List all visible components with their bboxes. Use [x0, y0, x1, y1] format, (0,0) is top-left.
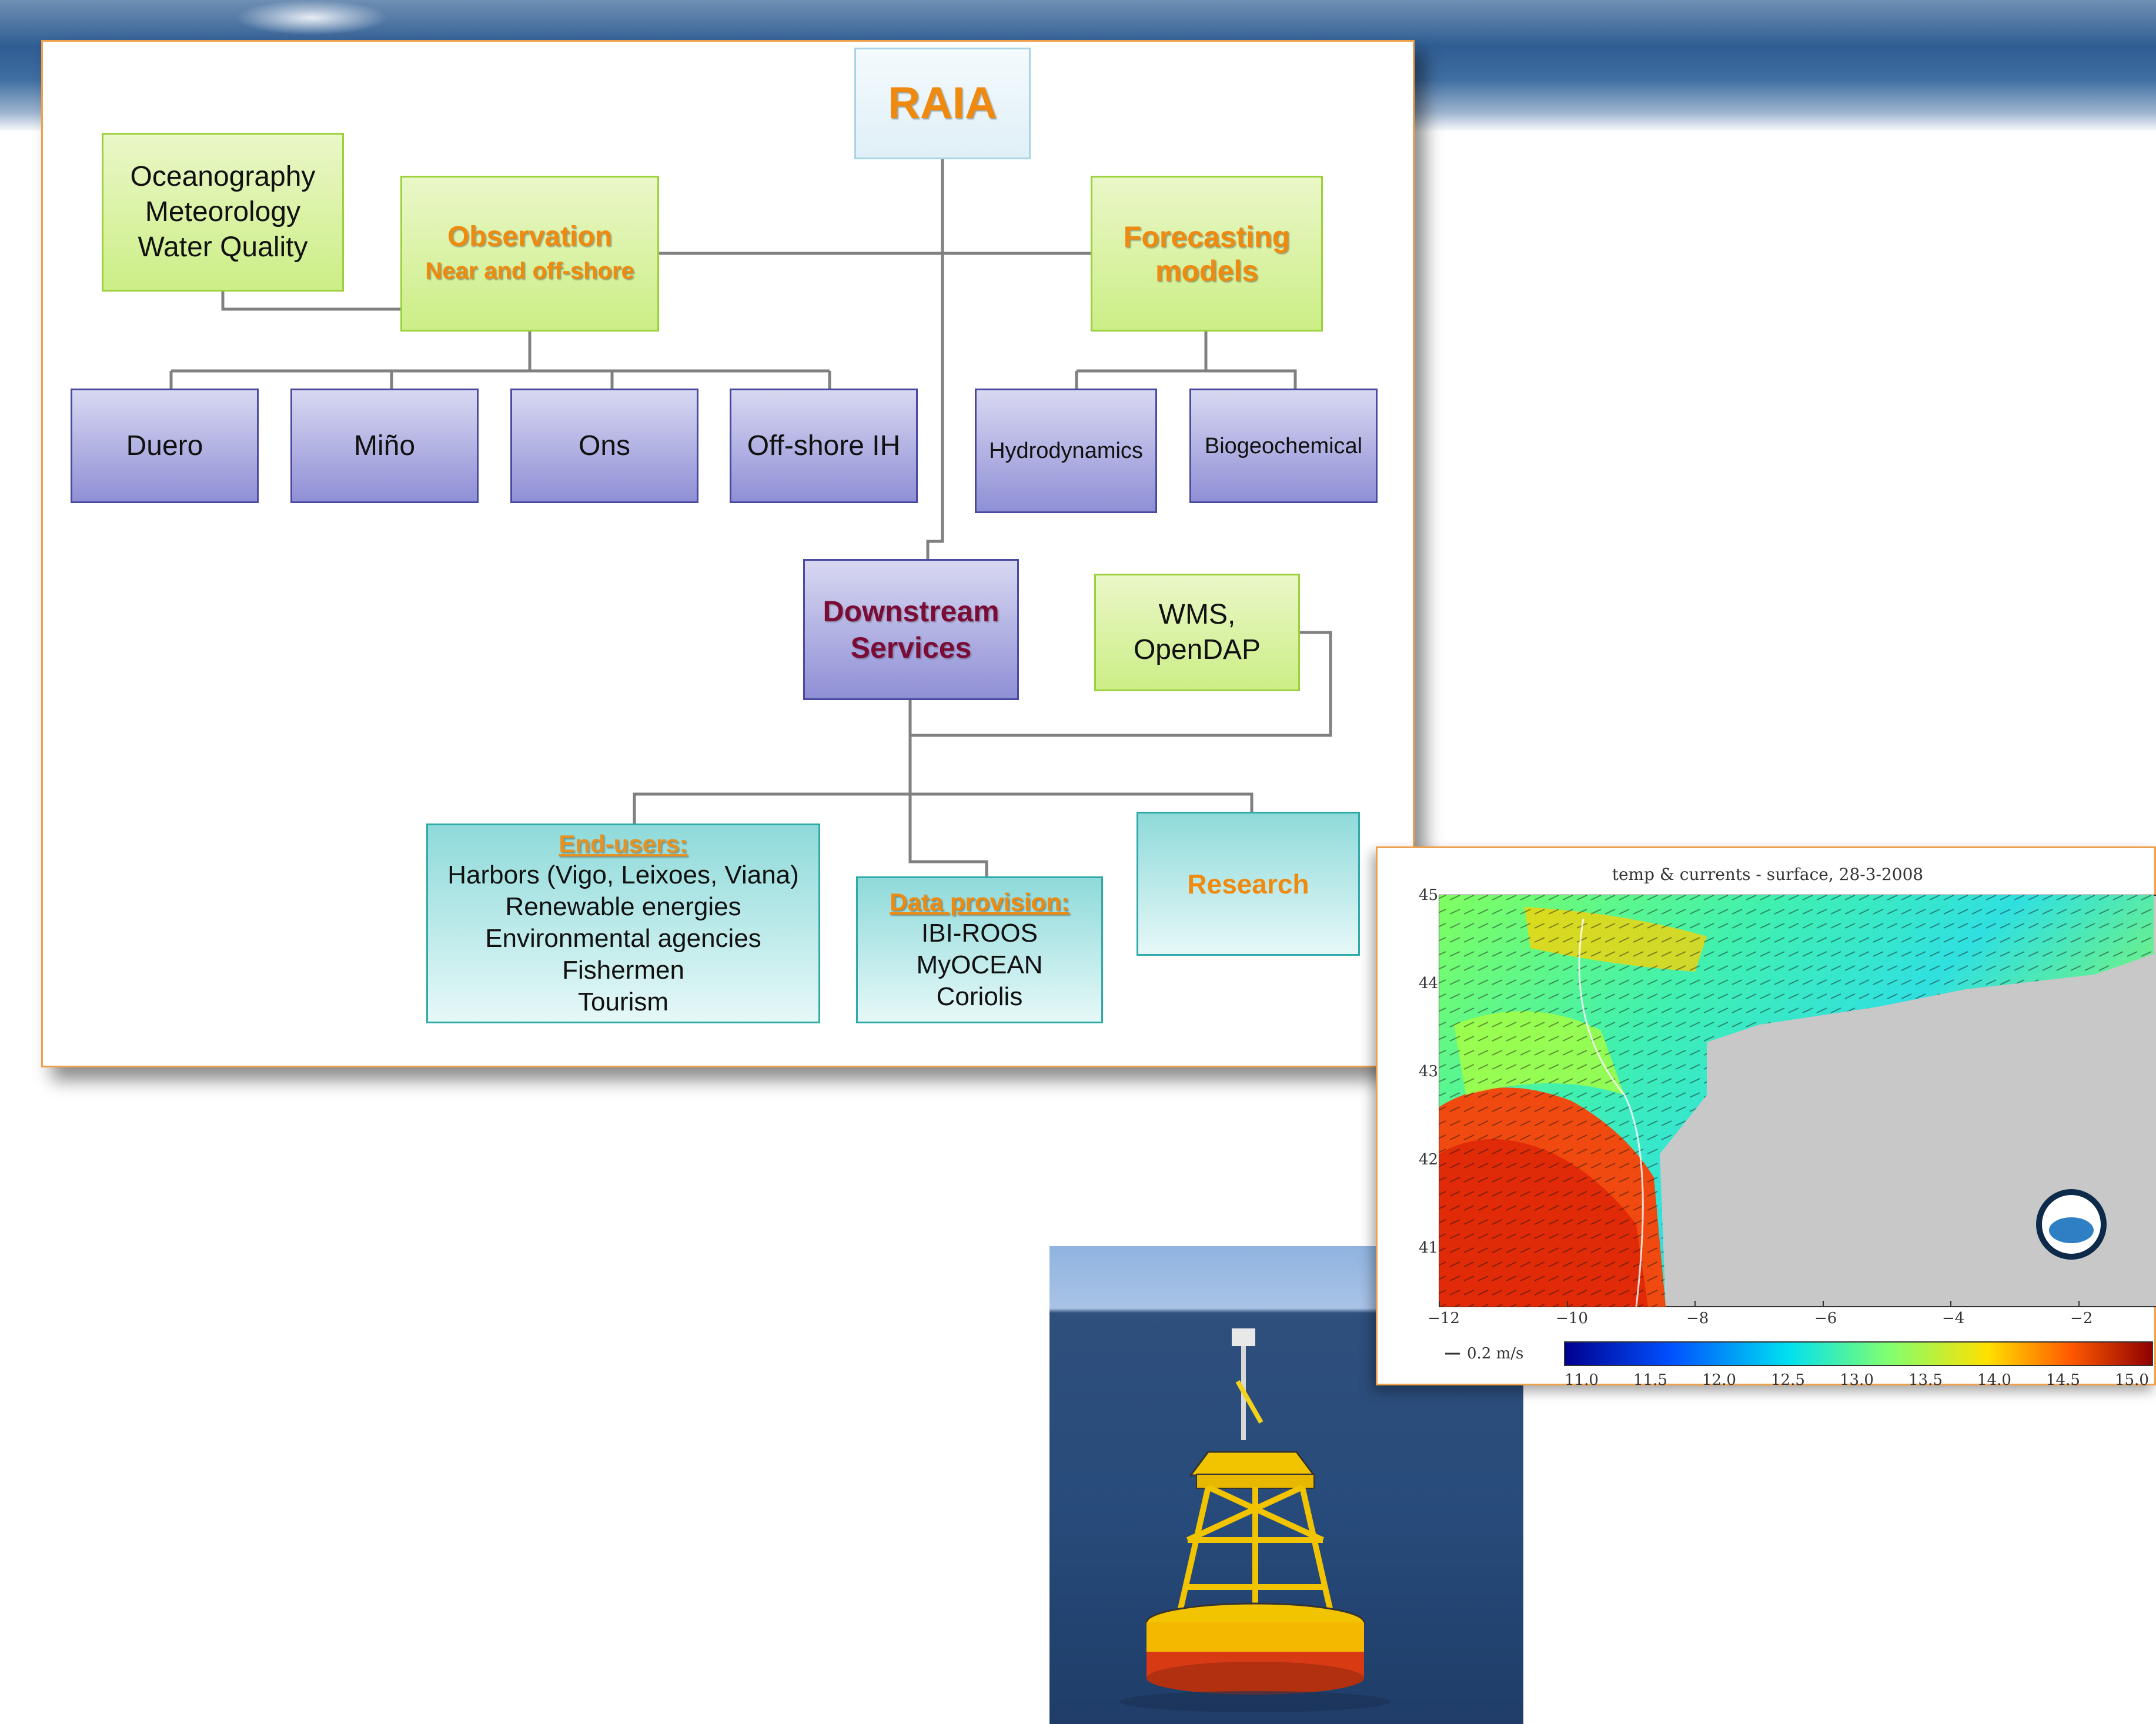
forecasting-line2: models [1155, 254, 1259, 287]
research-box: Research [1137, 812, 1360, 956]
data-provision-item: IBI-ROOS [921, 919, 1038, 948]
x-tick: −4 [1942, 1310, 1965, 1327]
station-box-ons: Ons [510, 389, 698, 503]
protocols-label: WMS, OpenDAP [1133, 599, 1261, 665]
downstream-line2: Services [850, 631, 972, 664]
model-box-hydrodynamics: Hydrodynamics [975, 389, 1157, 513]
station-label: Miño [353, 430, 416, 461]
map-plot [1439, 895, 2156, 1366]
model-label: Biogeochemical [1204, 433, 1363, 458]
research-label: Research [1187, 868, 1309, 899]
end-users-box: End-users: Harbors (Vigo, Leixoes, Viana… [426, 823, 820, 1023]
observation-title: Observation [447, 220, 613, 252]
data-provision-item: Coriolis [936, 982, 1023, 1011]
x-tick: −8 [1686, 1310, 1709, 1327]
temperature-currents-map: temp & currents - surface, 28-3-2008 [1376, 846, 2156, 1389]
end-user-item: Harbors (Vigo, Leixoes, Viana) [447, 861, 799, 889]
discipline-item: Meteorology [145, 196, 301, 227]
colorbar-tick: 11.5 [1633, 1371, 1667, 1389]
forecasting-line1: Forecasting [1123, 220, 1291, 253]
discipline-item: Oceanography [130, 161, 316, 192]
data-provision-title: Data provision: [890, 888, 1069, 916]
station-label: Duero [126, 430, 203, 461]
data-provision-item: MyOCEAN [916, 950, 1043, 979]
end-user-item: Renewable energies [505, 892, 741, 921]
model-box-biogeochemical: Biogeochemical [1189, 389, 1378, 503]
x-tick: −12 [1428, 1310, 1460, 1327]
y-tick: 44 [1419, 975, 1439, 992]
wave-foam [235, 0, 388, 35]
colorbar-tick: 12.5 [1771, 1371, 1805, 1389]
disciplines-box: Oceanography Meteorology Water Quality [102, 133, 344, 292]
y-tick: 42 [1419, 1151, 1439, 1169]
forecasting-box: Forecasting models [1091, 176, 1323, 332]
org-diagram-panel: RAIA Oceanography Meteorology Water Qual… [41, 40, 1415, 1067]
x-tick: −6 [1814, 1310, 1837, 1327]
colorbar [1564, 1341, 2153, 1366]
colorbar-tick: 15.0 [2115, 1371, 2149, 1389]
y-tick: 45 [1419, 886, 1439, 904]
end-user-item: Environmental agencies [485, 924, 761, 953]
colorbar-tick: 13.5 [1908, 1371, 1943, 1389]
downstream-services-box: Downstream Services [803, 559, 1019, 700]
colorbar-tick: 11.0 [1565, 1371, 1599, 1389]
raia-title: RAIA [888, 78, 997, 128]
colorbar-tick: 12.0 [1702, 1371, 1736, 1389]
colorbar-tick: 14.5 [2046, 1371, 2080, 1389]
model-label: Hydrodynamics [989, 438, 1143, 463]
current-scale-label: 0.2 m/s [1467, 1345, 1524, 1363]
observation-subtitle: Near and off-shore [425, 257, 634, 284]
raia-root-box: RAIA [854, 48, 1031, 159]
x-tick: −10 [1556, 1310, 1588, 1327]
x-tick: −2 [2070, 1310, 2093, 1327]
colorbar-tick: 13.0 [1840, 1371, 1874, 1389]
y-tick: 41 [1419, 1239, 1439, 1257]
observation-box: Observation Near and off-shore [400, 176, 659, 332]
data-provision-box: Data provision: IBI-ROOS MyOCEAN Corioli… [856, 876, 1103, 1023]
map-title: temp & currents - surface, 28-3-2008 [1612, 865, 1924, 884]
discipline-item: Water Quality [138, 232, 308, 263]
station-box-mino: Miño [290, 389, 479, 503]
colorbar-tick: 14.0 [1977, 1371, 2011, 1389]
downstream-line1: Downstream [823, 595, 1000, 628]
y-tick: 43 [1419, 1063, 1439, 1080]
end-user-item: Fishermen [562, 956, 684, 985]
end-user-item: Tourism [577, 987, 669, 1016]
protocols-box: WMS, OpenDAP [1094, 574, 1300, 691]
end-users-title: End-users: [559, 830, 688, 858]
connector-lines [169, 159, 1332, 876]
station-label: Ons [578, 430, 631, 461]
station-box-offshore: Off-shore IH [730, 389, 918, 503]
buoy-illustration [1120, 1328, 1390, 1712]
station-box-duero: Duero [71, 389, 259, 503]
station-label: Off-shore IH [747, 430, 901, 461]
